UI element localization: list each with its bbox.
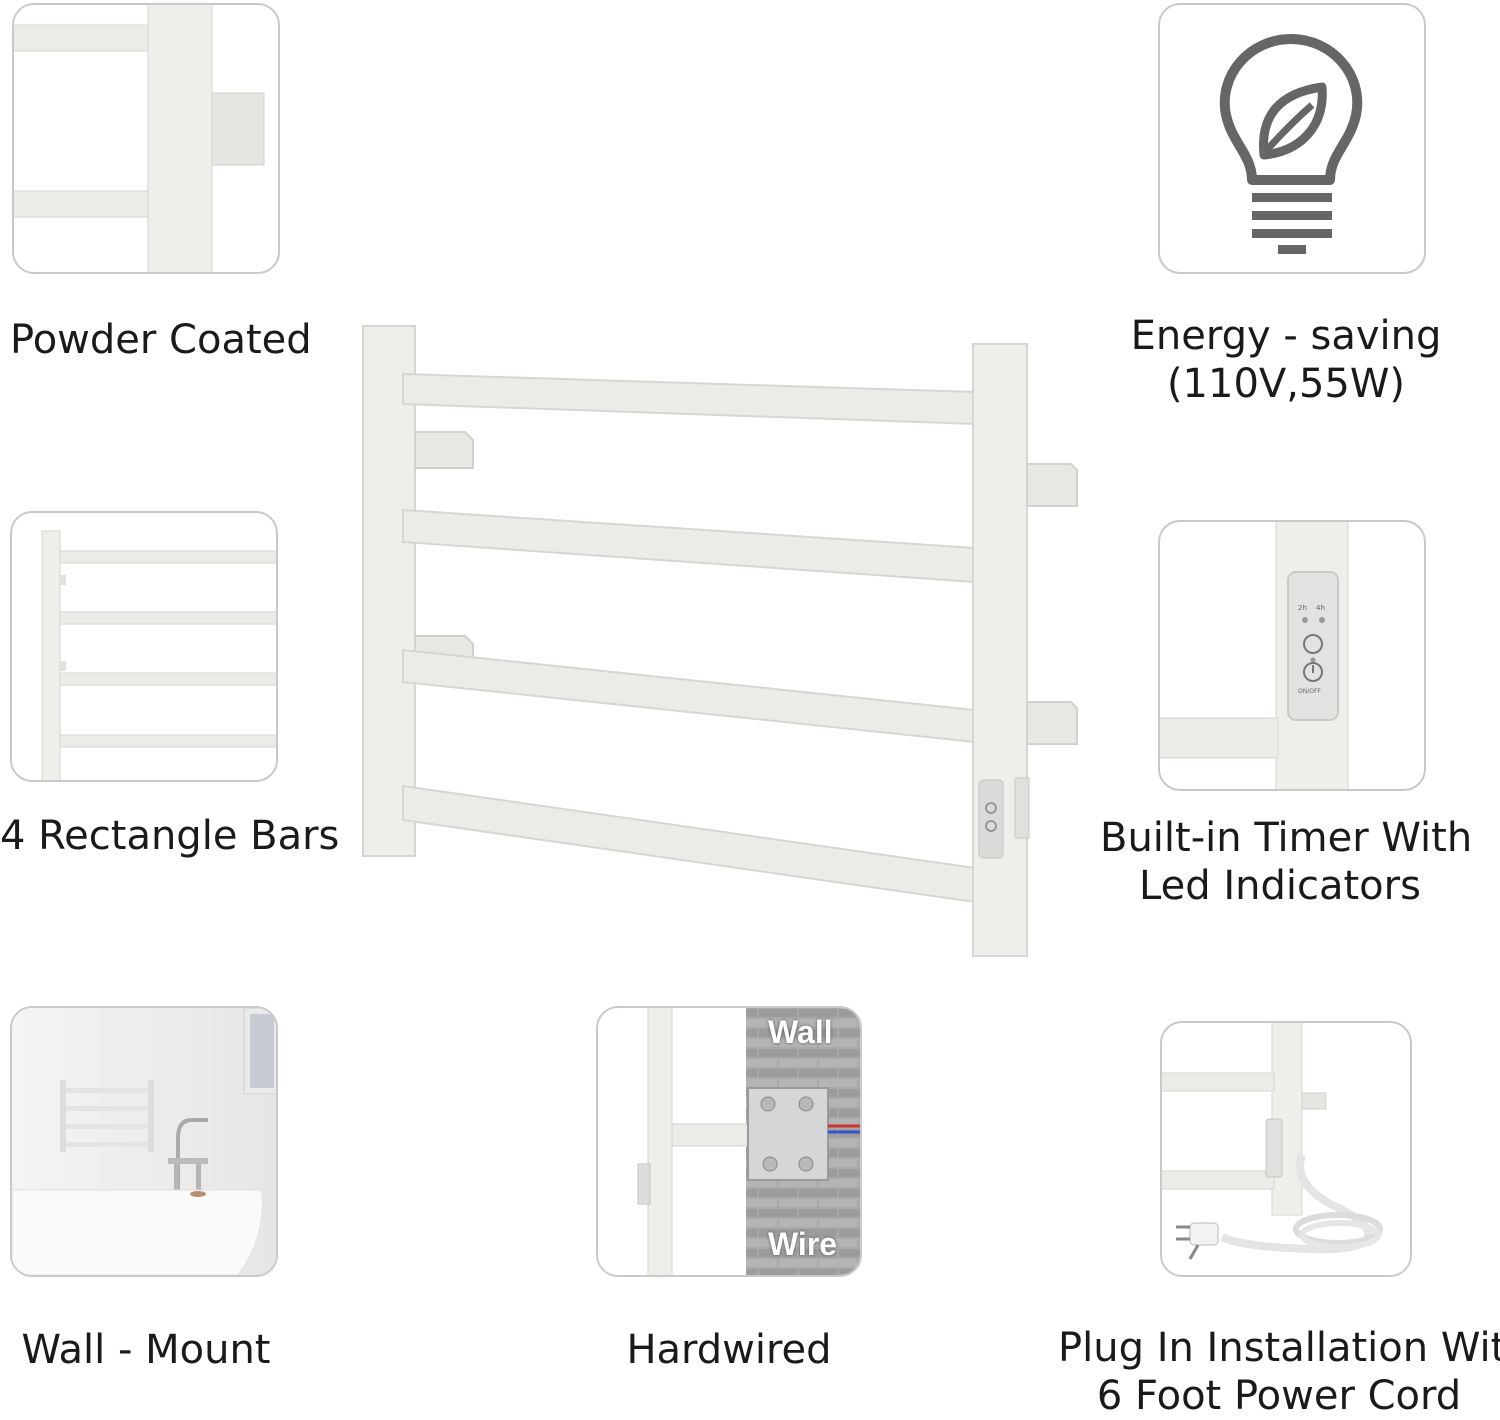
energy-saving-card xyxy=(1158,3,1426,274)
timer-card: 2h 4h ON/OFF xyxy=(1158,520,1426,791)
wall-overlay-label: Wall xyxy=(768,1014,833,1050)
label-powder-coated: Powder Coated xyxy=(10,317,312,363)
bathroom-scene xyxy=(12,1008,276,1275)
energy-saving-line2: (110V,55W) xyxy=(1166,361,1406,407)
timer-2h-label: 2h xyxy=(1298,604,1307,612)
timer-line1: Built-in Timer With xyxy=(1100,815,1473,861)
plug-icon xyxy=(1176,1222,1219,1260)
powder-coated-card xyxy=(12,3,280,274)
hardwired-card: Wall Wire xyxy=(596,1006,862,1277)
label-hardwired: Hardwired xyxy=(626,1327,832,1373)
powder-coated-closeup xyxy=(14,5,265,272)
label-energy-saving: Energy - saving (110V,55W) xyxy=(1128,312,1444,408)
hardwired-scene xyxy=(637,1008,860,1275)
label-timer: Built-in Timer With Led Indicators xyxy=(1100,814,1473,910)
label-plug-in: Plug In Installation With 6 Foot Power C… xyxy=(1058,1324,1500,1420)
timer-control-closeup xyxy=(1160,522,1349,789)
towel-rack-product xyxy=(362,325,1078,957)
plug-in-line1: Plug In Installation With xyxy=(1058,1325,1500,1371)
plug-in-scene xyxy=(1162,1023,1383,1260)
energy-saving-line1: Energy - saving xyxy=(1130,313,1442,359)
bulb-leaf-icon xyxy=(1219,34,1363,254)
rectangle-bars-card xyxy=(10,511,278,782)
timer-line2: Led Indicators xyxy=(1139,863,1421,909)
power-label: ON/OFF xyxy=(1298,688,1321,695)
plug-in-card xyxy=(1160,1021,1412,1277)
label-rectangle-bars: 4 Rectangle Bars xyxy=(0,813,340,859)
plug-in-line2: 6 Foot Power Cord xyxy=(1096,1373,1462,1419)
label-wall-mount: Wall - Mount xyxy=(21,1327,271,1373)
timer-4h-label: 4h xyxy=(1316,604,1325,612)
wall-mount-card xyxy=(10,1006,278,1277)
wire-overlay-label: Wire xyxy=(768,1226,838,1262)
power-icon xyxy=(1303,662,1323,682)
rectangle-bars-view xyxy=(41,530,276,780)
timer-icon xyxy=(1303,634,1323,654)
